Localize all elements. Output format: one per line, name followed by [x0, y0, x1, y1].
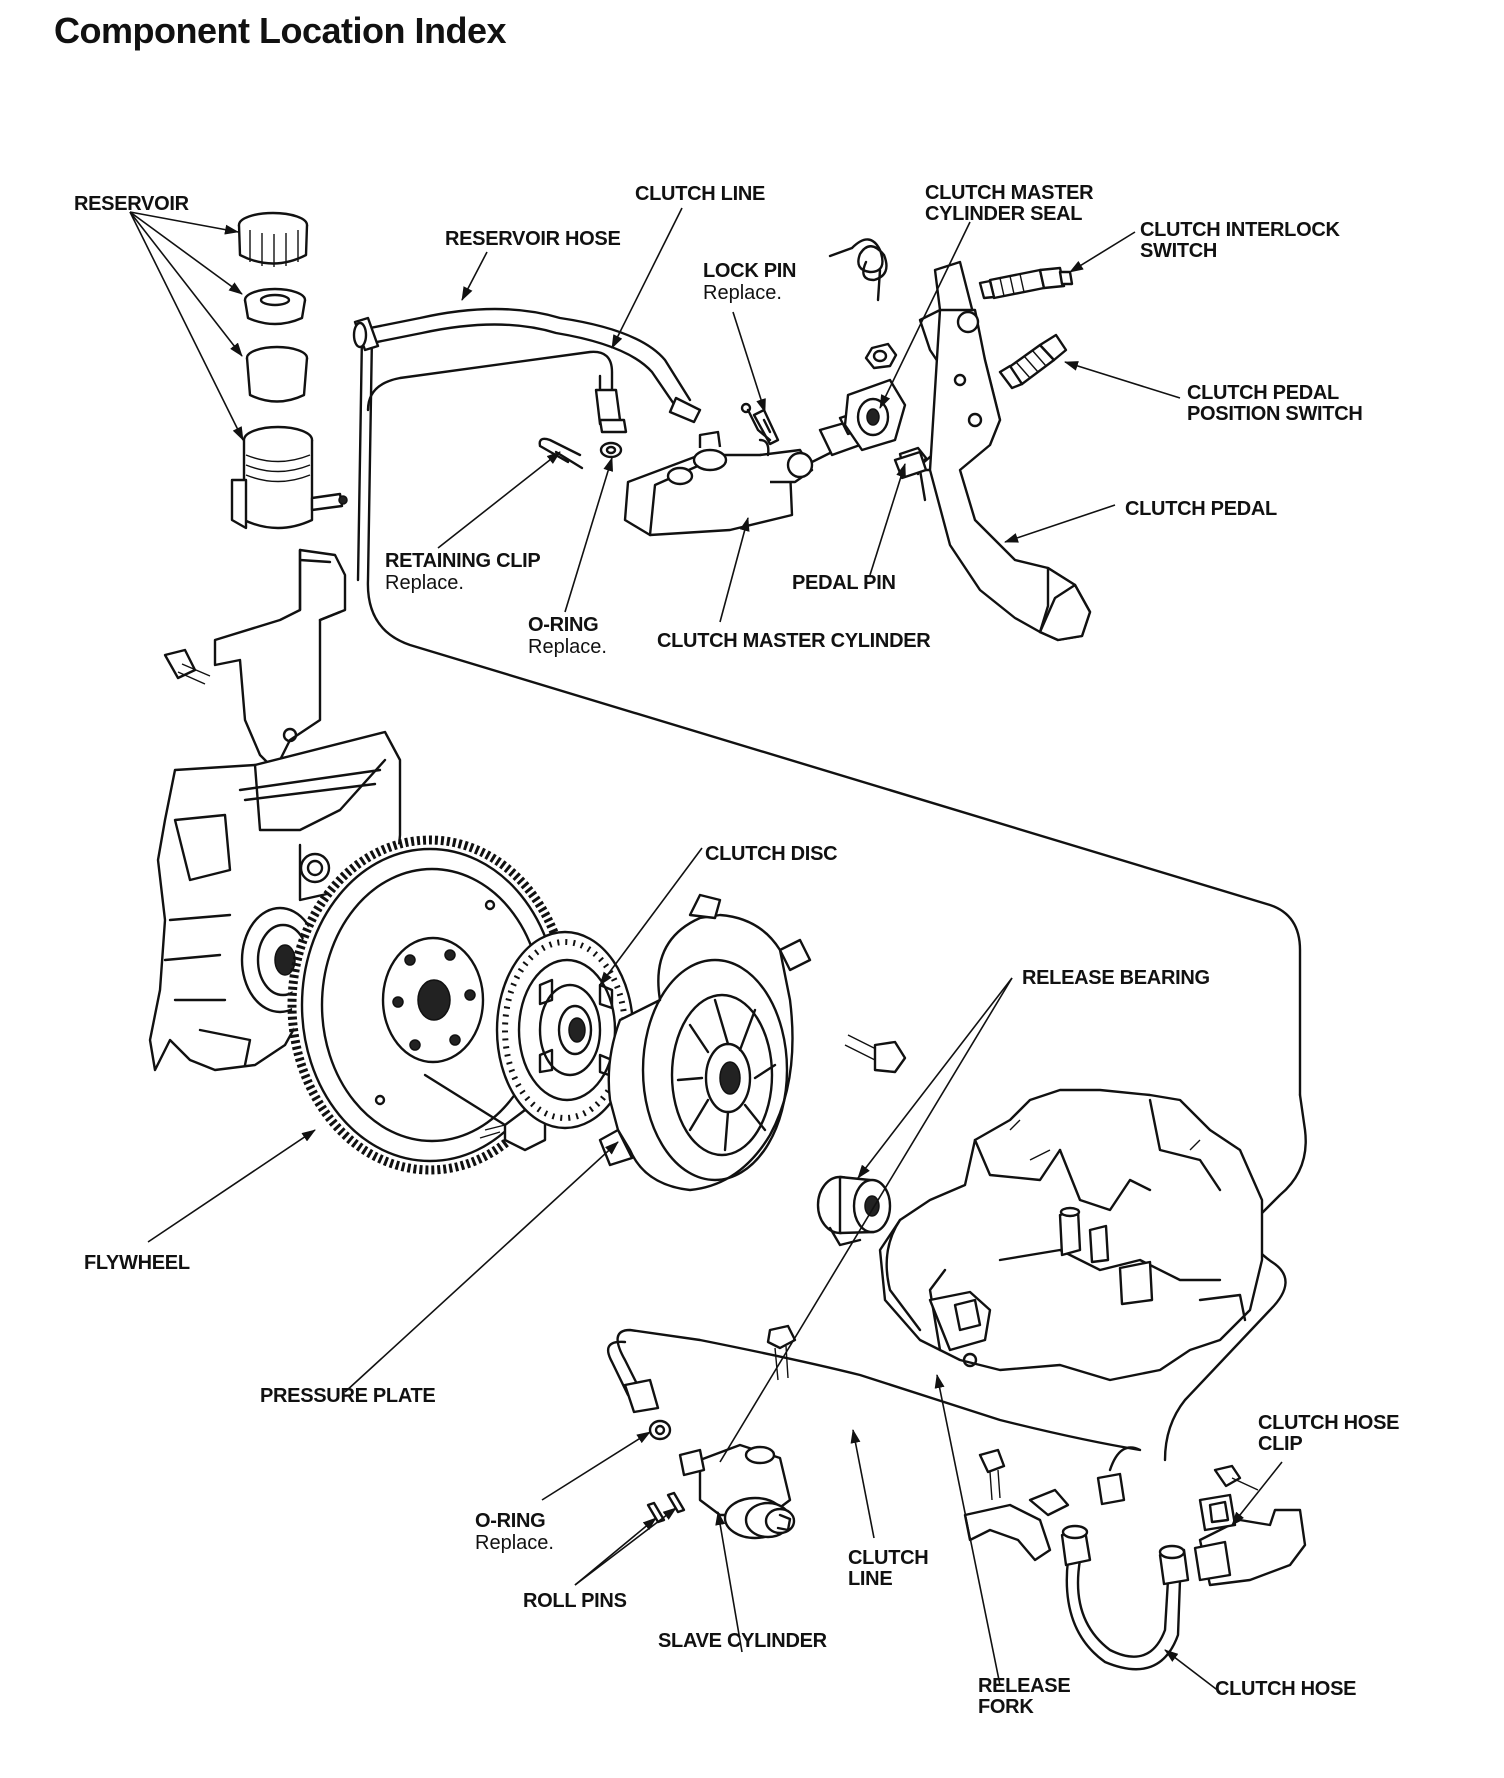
label-master-cylinder-seal: CLUTCH MASTER CYLINDER SEAL — [925, 182, 1094, 225]
roll-pins-part — [646, 1491, 686, 1524]
label-release-fork: RELEASE FORK — [978, 1675, 1071, 1718]
pedal-position-switch-part — [998, 333, 1068, 390]
o-ring-top-part — [599, 441, 623, 459]
label-clutch-pedal: CLUTCH PEDAL — [1125, 498, 1277, 520]
label-pedal-position-switch: CLUTCH PEDAL POSITION SWITCH — [1187, 382, 1363, 425]
clutch-line-upper — [366, 350, 628, 434]
clutch-pedal-part — [913, 260, 1092, 642]
return-spring — [828, 238, 888, 302]
flywheel-part — [287, 835, 573, 1175]
release-fork-part — [963, 1448, 1070, 1562]
label-release-bearing: RELEASE BEARING — [1022, 967, 1210, 989]
label-reservoir: RESERVOIR — [74, 193, 189, 215]
clutch-line-lower — [607, 1328, 1142, 1506]
label-clutch-hose-clip: CLUTCH HOSE CLIP — [1258, 1412, 1400, 1455]
reservoir-hose — [352, 307, 702, 424]
clutch-master-cylinder-part — [623, 402, 868, 537]
label-lock-pin: LOCK PIN Replace. — [703, 260, 797, 304]
o-ring-bottom-part — [648, 1419, 672, 1441]
slave-cylinder-part — [678, 1443, 796, 1540]
label-clutch-disc: CLUTCH DISC — [705, 843, 838, 865]
slave-cylinder-bolt — [766, 1324, 797, 1381]
label-slave-cylinder: SLAVE CYLINDER — [658, 1630, 827, 1652]
reservoir-parts — [230, 211, 348, 530]
engine-block — [148, 730, 402, 1072]
label-roll-pins: ROLL PINS — [523, 1590, 627, 1612]
label-pedal-pin: PEDAL PIN — [792, 572, 896, 594]
page-title: Component Location Index — [54, 10, 507, 51]
clutch-hose-clip-part — [1193, 1464, 1307, 1587]
label-clutch-line-top: CLUTCH LINE — [635, 183, 766, 205]
label-retaining-clip: RETAINING CLIP Replace. — [385, 550, 541, 594]
label-clutch-master-cylinder: CLUTCH MASTER CYLINDER — [657, 630, 931, 652]
release-bearing-part — [816, 1175, 892, 1247]
label-o-ring-top: O-RING Replace. — [528, 614, 607, 658]
label-o-ring-bottom: O-RING Replace. — [475, 1510, 554, 1554]
label-flywheel: FLYWHEEL — [84, 1252, 190, 1274]
label-pressure-plate: PRESSURE PLATE — [260, 1385, 436, 1407]
label-interlock-switch: CLUTCH INTERLOCK SWITCH — [1140, 219, 1340, 262]
clutch-line-long — [356, 333, 1307, 1462]
label-reservoir-hose: RESERVOIR HOSE — [445, 228, 621, 250]
transmission-case — [878, 1088, 1264, 1382]
mount-bracket — [163, 548, 347, 772]
leader-lines — [129, 207, 1283, 1693]
pressure-plate-part — [598, 893, 812, 1192]
master-cylinder-seal-part — [843, 378, 907, 452]
clutch-hose-part — [1060, 1524, 1190, 1671]
pressure-plate-bolt — [844, 1034, 907, 1074]
label-clutch-line-bottom: CLUTCH LINE — [848, 1547, 929, 1590]
interlock-switch-part — [978, 266, 1074, 300]
label-clutch-hose: CLUTCH HOSE — [1215, 1678, 1357, 1700]
